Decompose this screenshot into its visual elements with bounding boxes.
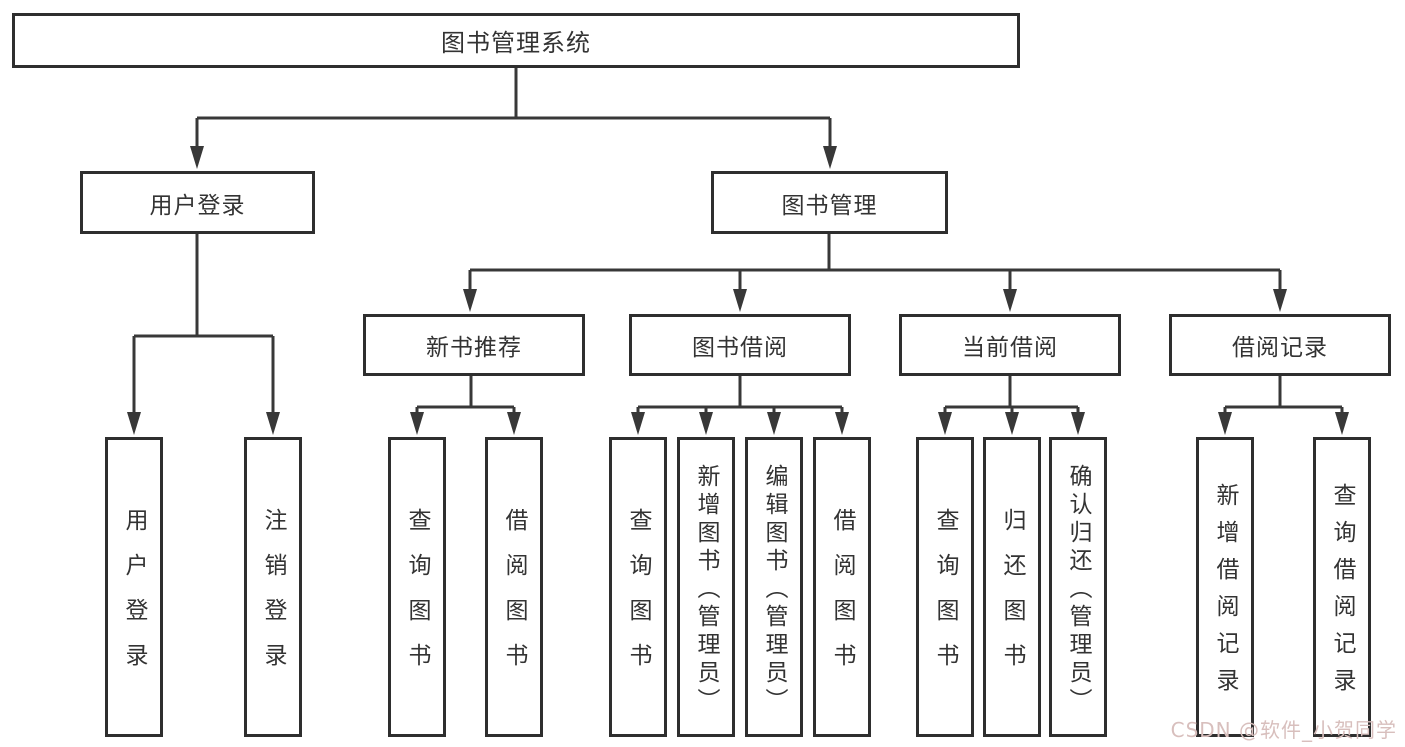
book-borrow-children-connector [631,376,849,435]
arrow-down-icon [1218,412,1232,435]
leaf-cb-return-book: 归还图书 [983,437,1041,737]
connector-line [132,234,275,416]
connector-line [195,68,832,150]
arrow-down-icon [1005,412,1019,435]
leaf-nb-borrow-book-label: 借阅图书 [501,508,527,688]
node-book-mgmt-label: 图书管理 [781,192,878,219]
node-root: 图书管理系统 [12,13,1020,68]
leaf-nb-query-book: 查询图书 [388,437,446,737]
node-borrow-records-label: 借阅记录 [1232,335,1328,361]
leaf-cb-query-book-label: 查询图书 [932,508,958,688]
arrow-down-icon [1003,289,1017,312]
leaf-nb-borrow-book: 借阅图书 [485,437,543,737]
leaf-cb-confirm-return-admin-label: 确认归还（管理员） [1065,463,1091,716]
arrow-down-icon [410,412,424,435]
book-mgmt-children-connector [463,234,1287,312]
node-borrow-records: 借阅记录 [1169,314,1391,376]
node-new-book-recommend: 新书推荐 [363,314,585,376]
connector-line [943,376,1080,416]
leaf-bb-edit-book-admin: 编辑图书（管理员） [745,437,803,737]
arrow-down-icon [507,412,521,435]
arrow-down-icon [631,412,645,435]
arrow-down-icon [463,289,477,312]
leaf-br-query-record-label: 查询借阅记录 [1329,483,1355,705]
node-book-borrow: 图书借阅 [629,314,851,376]
leaf-bb-add-book-admin: 新增图书（管理员） [677,437,735,737]
current-borrow-children-connector [938,376,1085,435]
leaf-nb-query-book-label: 查询图书 [404,508,430,688]
leaf-user-login-label: 用户登录 [121,508,147,688]
arrow-down-icon [1071,412,1085,435]
leaf-bb-query-book: 查询图书 [609,437,667,737]
leaf-cb-return-book-label: 归还图书 [999,508,1025,688]
leaf-user-login: 用户登录 [105,437,163,737]
leaf-bb-borrow-book: 借阅图书 [813,437,871,737]
arrow-down-icon [733,289,747,312]
arrow-down-icon [190,146,204,169]
arrow-down-icon [835,412,849,435]
leaf-logout-label: 注销登录 [260,508,286,688]
node-new-book-recommend-label: 新书推荐 [426,335,522,361]
leaf-br-add-record: 新增借阅记录 [1196,437,1254,737]
leaf-bb-borrow-book-label: 借阅图书 [829,508,855,688]
arrow-down-icon [1335,412,1349,435]
leaf-cb-confirm-return-admin: 确认归还（管理员） [1049,437,1107,737]
arrow-down-icon [767,412,781,435]
connector-line [636,376,844,416]
arrow-down-icon [266,412,280,435]
node-book-mgmt: 图书管理 [711,171,948,234]
user-login-children-connector [127,234,280,435]
arrow-down-icon [699,412,713,435]
arrow-down-icon [823,146,837,169]
connector-line [415,376,516,416]
leaf-bb-add-book-admin-label: 新增图书（管理员） [693,463,719,716]
arrow-down-icon [127,412,141,435]
connector-line [1223,376,1344,416]
node-root-label: 图书管理系统 [441,29,591,57]
leaf-br-add-record-label: 新增借阅记录 [1212,483,1238,705]
node-current-borrow-label: 当前借阅 [962,335,1058,361]
new-book-children-connector [410,376,521,435]
leaf-cb-query-book: 查询图书 [916,437,974,737]
leaf-bb-query-book-label: 查询图书 [625,508,651,688]
connector-line [468,234,1282,293]
arrow-down-icon [938,412,952,435]
node-user-login-label: 用户登录 [149,192,246,219]
leaf-bb-edit-book-admin-label: 编辑图书（管理员） [761,463,787,716]
node-book-borrow-label: 图书借阅 [692,335,788,361]
root-to-level1-connector [190,68,837,169]
node-user-login: 用户登录 [80,171,315,234]
leaf-logout: 注销登录 [244,437,302,737]
watermark: CSDN @软件_小贺同学 [1170,718,1397,742]
arrow-down-icon [1273,289,1287,312]
node-current-borrow: 当前借阅 [899,314,1121,376]
leaf-br-query-record: 查询借阅记录 [1313,437,1371,737]
borrow-records-children-connector [1218,376,1349,435]
